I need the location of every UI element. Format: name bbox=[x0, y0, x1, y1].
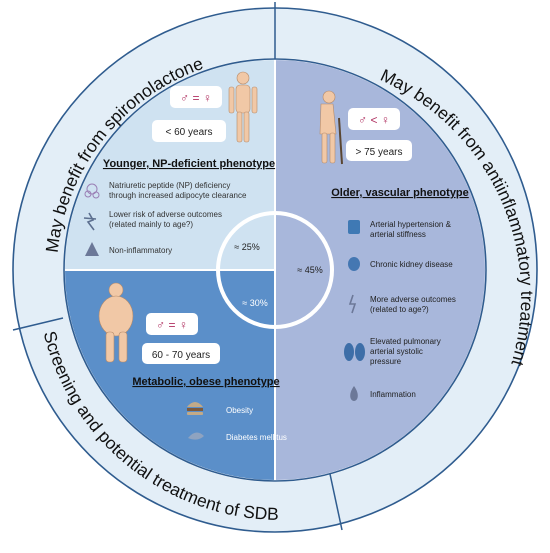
young-item3: Non-inflammatory bbox=[109, 246, 172, 255]
pancreas-icon bbox=[188, 432, 204, 440]
older-percent: ≈ 45% bbox=[297, 265, 322, 275]
metabolic-percent: ≈ 30% bbox=[242, 298, 267, 308]
older-item3-line2: (related to age?) bbox=[370, 305, 429, 314]
adverse-outcomes-icon bbox=[348, 294, 357, 314]
young-item2-line1: Lower risk of adverse outcomes bbox=[109, 210, 222, 219]
young-age-badge bbox=[152, 120, 226, 142]
older-age: > 75 years bbox=[356, 147, 403, 158]
lower-risk-icon bbox=[83, 212, 97, 231]
young-item1-line2: through increased adipocyte clearance bbox=[109, 191, 247, 200]
older-person-icon bbox=[319, 90, 343, 165]
young-item2-line2: (related mainly to age?) bbox=[109, 220, 193, 229]
young-sex-ratio: ♂ = ♀ bbox=[180, 91, 212, 105]
kidney-icon bbox=[348, 257, 360, 271]
metabolic-sex-ratio: ♂ = ♀ bbox=[156, 318, 188, 332]
older-sex-ratio: ♂ < ♀ bbox=[358, 113, 390, 127]
older-item2: Chronic kidney disease bbox=[370, 260, 453, 269]
older-item3-line1: More adverse outcomes bbox=[370, 295, 456, 304]
young-title: Younger, NP-deficient phenotype bbox=[103, 158, 275, 170]
older-sex-badge bbox=[348, 108, 400, 130]
metabolic-item2: Diabetes mellitus bbox=[226, 433, 287, 442]
metabolic-title: Metabolic, obese phenotype bbox=[132, 376, 279, 388]
center-circle bbox=[216, 211, 334, 329]
young-person-icon bbox=[228, 71, 258, 143]
older-item4-line2: arterial systolic bbox=[370, 347, 423, 356]
hypertension-icon bbox=[348, 220, 360, 234]
metabolic-sex-badge bbox=[146, 313, 198, 335]
older-item1-line2: arterial stiffness bbox=[370, 230, 426, 239]
metabolic-age-badge bbox=[142, 343, 220, 364]
inflammation-icon bbox=[350, 386, 358, 401]
older-item4-line3: pressure bbox=[370, 357, 402, 366]
young-age: < 60 years bbox=[166, 127, 213, 138]
older-age-badge bbox=[346, 140, 412, 161]
np-deficiency-icon bbox=[84, 183, 100, 199]
older-item4-line1: Elevated pulmonary bbox=[370, 337, 441, 346]
young-sex-badge bbox=[170, 86, 222, 108]
lungs-icon bbox=[344, 343, 365, 361]
non-inflammatory-icon bbox=[85, 242, 99, 256]
metabolic-age: 60 - 70 years bbox=[152, 350, 210, 361]
burger-icon bbox=[187, 402, 203, 415]
obese-person-icon bbox=[98, 282, 134, 363]
older-item5: Inflammation bbox=[370, 390, 416, 399]
young-item1-line1: Natriuretic peptide (NP) deficiency bbox=[109, 181, 230, 190]
metabolic-item1: Obesity bbox=[226, 406, 253, 415]
older-title: Older, vascular phenotype bbox=[331, 187, 469, 199]
ring-separators bbox=[12, 2, 343, 531]
young-percent: ≈ 25% bbox=[234, 242, 259, 252]
older-item1-line1: Arterial hypertension & bbox=[370, 220, 452, 229]
